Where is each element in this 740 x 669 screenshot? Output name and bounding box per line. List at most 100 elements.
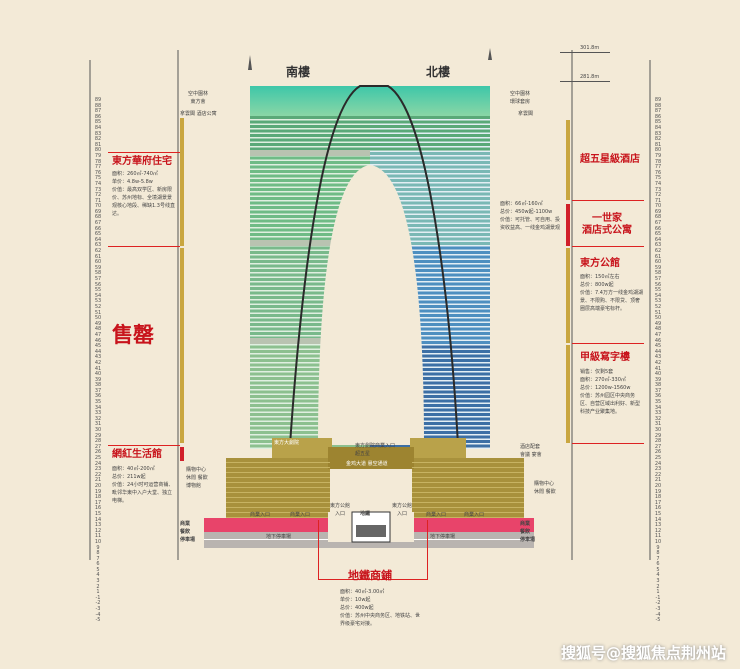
- floor-number: 15: [654, 510, 662, 517]
- floor-band: [370, 368, 490, 371]
- floor-band: [250, 173, 370, 175]
- floor-band: [370, 354, 490, 358]
- floor-band: [370, 251, 490, 254]
- floor-band: [250, 362, 370, 364]
- floor-number: 40: [94, 371, 102, 378]
- floor-band: [250, 156, 370, 160]
- floor-band: [250, 147, 370, 151]
- floor-band: [412, 462, 524, 463]
- floor-number: 68: [654, 214, 662, 221]
- floor-number: 62: [654, 248, 662, 255]
- floor-band: [412, 477, 524, 478]
- floor-band: [250, 308, 370, 310]
- floor-number: 5: [656, 566, 660, 573]
- floor-band: [370, 291, 490, 295]
- floor-number: 66: [654, 225, 662, 232]
- floor-number: 2: [656, 583, 660, 590]
- floor-band: [370, 326, 490, 328]
- floor-band: [250, 204, 370, 206]
- floor-band: [250, 125, 370, 128]
- floor-number: 45: [654, 343, 662, 350]
- floor-number: 6: [96, 561, 100, 568]
- floor-number: 82: [94, 136, 102, 143]
- floor-number: 60: [94, 259, 102, 266]
- floor-number: 76: [654, 169, 662, 176]
- floor-band: [250, 254, 370, 256]
- floor-band: [250, 363, 370, 367]
- floor-band: [370, 384, 490, 386]
- floor-band: [250, 161, 370, 164]
- floor-band: [250, 368, 370, 371]
- floor-band: [250, 290, 370, 292]
- floor-band: [250, 420, 370, 422]
- floor-band: [370, 359, 490, 362]
- floor-band: [250, 251, 370, 254]
- floor-band: [250, 192, 370, 196]
- floor-band: [370, 353, 490, 355]
- floor-band: [370, 413, 490, 416]
- floor-band: [370, 348, 490, 350]
- floor-band: [370, 399, 490, 403]
- floor-band: [250, 372, 370, 376]
- floor-number: 51: [94, 309, 102, 316]
- floor-band: [250, 386, 370, 389]
- floor-number: 40: [654, 371, 662, 378]
- office-title: 甲級寫字樓: [580, 352, 630, 363]
- floor-number: 18: [94, 494, 102, 501]
- floor-number: 85: [654, 119, 662, 126]
- floor-band: [250, 267, 370, 269]
- floor-number: -5: [655, 617, 661, 624]
- floor-number: 39: [94, 376, 102, 383]
- floor-band: [370, 278, 490, 281]
- north-tower-label: 北樓: [426, 65, 451, 79]
- apartment-line: [572, 343, 644, 344]
- floor-number: 89: [94, 97, 102, 103]
- floor-number: 47: [94, 331, 102, 338]
- floor-band: [370, 305, 490, 308]
- floor-band: [250, 291, 370, 295]
- life-line: [108, 445, 180, 446]
- floor-number: 26: [654, 449, 662, 456]
- floor-band: [370, 371, 490, 373]
- floor-band: [370, 236, 490, 238]
- floor-band: [226, 507, 330, 508]
- floor-number: 19: [94, 488, 102, 495]
- floor-band: [412, 472, 524, 473]
- hotel-bar: [566, 120, 570, 200]
- floor-band: [370, 296, 490, 299]
- floor-number: 53: [94, 298, 102, 305]
- floor-band: [370, 128, 490, 130]
- floor-number: 21: [94, 477, 102, 484]
- floor-number: 4: [656, 572, 660, 579]
- floor-band: [370, 377, 490, 380]
- floor-band: [250, 164, 370, 166]
- floor-number: 78: [654, 158, 662, 165]
- floor-number: 75: [654, 175, 662, 182]
- floor-number: 34: [94, 404, 102, 411]
- floor-number: 43: [94, 354, 102, 361]
- floor-band: [250, 263, 370, 265]
- floor-band: [370, 287, 490, 290]
- floor-band: [226, 467, 330, 468]
- floor-band: [370, 269, 490, 272]
- floor-number: 44: [654, 348, 662, 355]
- floor-band: [250, 422, 370, 425]
- floor-number: 72: [654, 192, 662, 199]
- floor-band: [370, 219, 490, 223]
- office-text: 销售：仅剩5套 面积：270㎡-330㎡ 总价：1200w-1560w 价值：苏…: [580, 369, 641, 415]
- floor-number: 85: [94, 119, 102, 126]
- floor-number: 2: [96, 583, 100, 590]
- floor-band: [370, 407, 490, 409]
- floor-number: 74: [654, 180, 662, 187]
- floor-band: [370, 173, 490, 175]
- floor-band: [250, 434, 370, 436]
- floor-number: 30: [654, 427, 662, 434]
- floor-number: 35: [654, 399, 662, 406]
- floor-number: 20: [94, 482, 102, 489]
- suite-title: 一世家 酒店式公寓: [582, 213, 632, 236]
- floor-band: [250, 296, 370, 299]
- floor-number: 27: [654, 443, 662, 450]
- floor-number: -3: [655, 606, 661, 613]
- floor-number: 19: [654, 488, 662, 495]
